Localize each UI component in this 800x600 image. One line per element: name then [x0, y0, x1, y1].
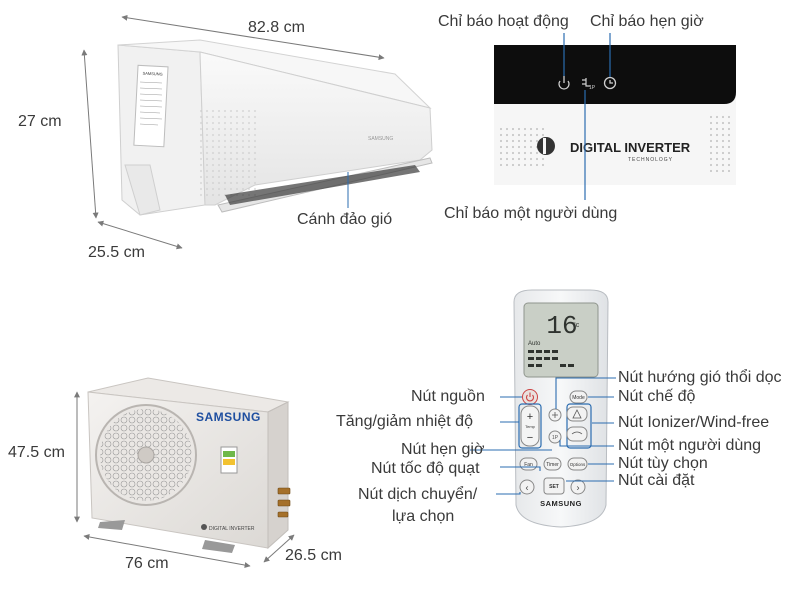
temp-rocker[interactable] [520, 405, 540, 447]
options-button[interactable] [567, 457, 588, 471]
svg-text:1P: 1P [589, 85, 596, 91]
logo-sub-text: TECHNOLOGY [628, 157, 673, 163]
svg-text:−: − [527, 432, 533, 444]
windfree-button[interactable] [566, 426, 588, 442]
logo-text: DIGITAL INVERTER [570, 140, 691, 155]
indoor-width-label: 82.8 cm [248, 19, 305, 36]
display-panel: 1P DIGITAL INVERTER TECHNOLOGY [494, 33, 736, 200]
svg-text:›: › [577, 483, 580, 493]
lcd-mode: Auto [528, 341, 541, 347]
settings-label: Nút cài đặt [618, 472, 695, 489]
left-nav-button[interactable] [519, 479, 535, 495]
remote-callout-lines [470, 377, 616, 495]
timer-indicator-label: Chỉ báo hẹn giờ [590, 13, 704, 30]
single-user-label: Nút một người dùng [618, 437, 762, 454]
navigate-label-line1: Nút dịch chuyển/ [358, 486, 478, 503]
indoor-front-brand: SAMSUNG [368, 136, 393, 142]
indoor-unit: SAMSUNG SAMSUNG [117, 39, 433, 216]
fan-button-label: Fan [524, 462, 533, 468]
lcd-temp: 16 [546, 311, 577, 341]
outdoor-unit: SAMSUNG DIGITAL INVERTER [87, 377, 291, 553]
single-user-indicator-label: Chỉ báo một người dùng [444, 205, 618, 222]
set-button-label: SET [549, 484, 559, 490]
outdoor-plate: DIGITAL INVERTER [209, 526, 255, 532]
power-indicator-icon [558, 76, 570, 90]
set-button[interactable] [543, 477, 565, 495]
timer-label: Nút hẹn giờ [401, 441, 485, 458]
indoor-height-label: 27 cm [18, 113, 62, 130]
fan-speed-label: Nút tốc độ quạt [371, 460, 480, 477]
temp-rocker-label: Temp [525, 424, 536, 429]
indoor-depth-label: 25.5 cm [88, 244, 145, 261]
display-callout-lines [563, 33, 611, 200]
ionizer-button[interactable] [566, 406, 588, 422]
vane-label: Cánh đảo gió [297, 211, 393, 228]
options-label: Nút tùy chọn [618, 455, 708, 472]
power-button-label: Nút nguồn [411, 388, 485, 405]
svg-text:1P: 1P [552, 435, 559, 441]
power-indicator-label: Chỉ báo hoạt động [438, 13, 569, 30]
outdoor-dimension-lines [74, 391, 295, 568]
single-user-icon: 1P [582, 78, 596, 91]
remote-control: 16 °c Auto Mode + − Temp [513, 289, 609, 528]
ionizer-label: Nút Ionizer/Wind-free [618, 414, 770, 431]
single-user-button[interactable] [548, 430, 562, 444]
outdoor-height-label: 47.5 cm [8, 444, 65, 461]
right-nav-button[interactable] [570, 479, 586, 495]
mode-label: Nút chế độ [618, 388, 696, 405]
indoor-dimension-lines [81, 14, 385, 250]
mode-button[interactable] [569, 390, 588, 404]
remote-brand: SAMSUNG [540, 499, 582, 508]
outdoor-brand: SAMSUNG [196, 410, 261, 424]
svg-text:°c: °c [573, 321, 580, 329]
navigate-label-line2: lựa chọn [392, 508, 455, 525]
outdoor-width-label: 76 cm [125, 555, 169, 572]
svg-text:‹: ‹ [526, 483, 529, 493]
outdoor-depth-label: 26.5 cm [285, 547, 342, 564]
sticker-brand: SAMSUNG [142, 71, 162, 77]
pipe-valves [277, 487, 291, 518]
panel-screen [494, 45, 736, 104]
svg-text:+: + [527, 411, 533, 423]
timer-indicator-icon [603, 76, 617, 90]
vertical-swing-label: Nút hướng gió thổi dọc [618, 369, 782, 386]
timer-button[interactable] [543, 457, 562, 471]
remote-lcd [523, 302, 599, 378]
digital-inverter-logo: DIGITAL INVERTER TECHNOLOGY [537, 137, 691, 163]
temp-button-label: Tăng/giảm nhiệt độ [336, 413, 473, 430]
mode-button-label: Mode [572, 395, 585, 401]
options-button-label: Options [570, 462, 586, 467]
timer-button-label: Timer [546, 462, 559, 468]
